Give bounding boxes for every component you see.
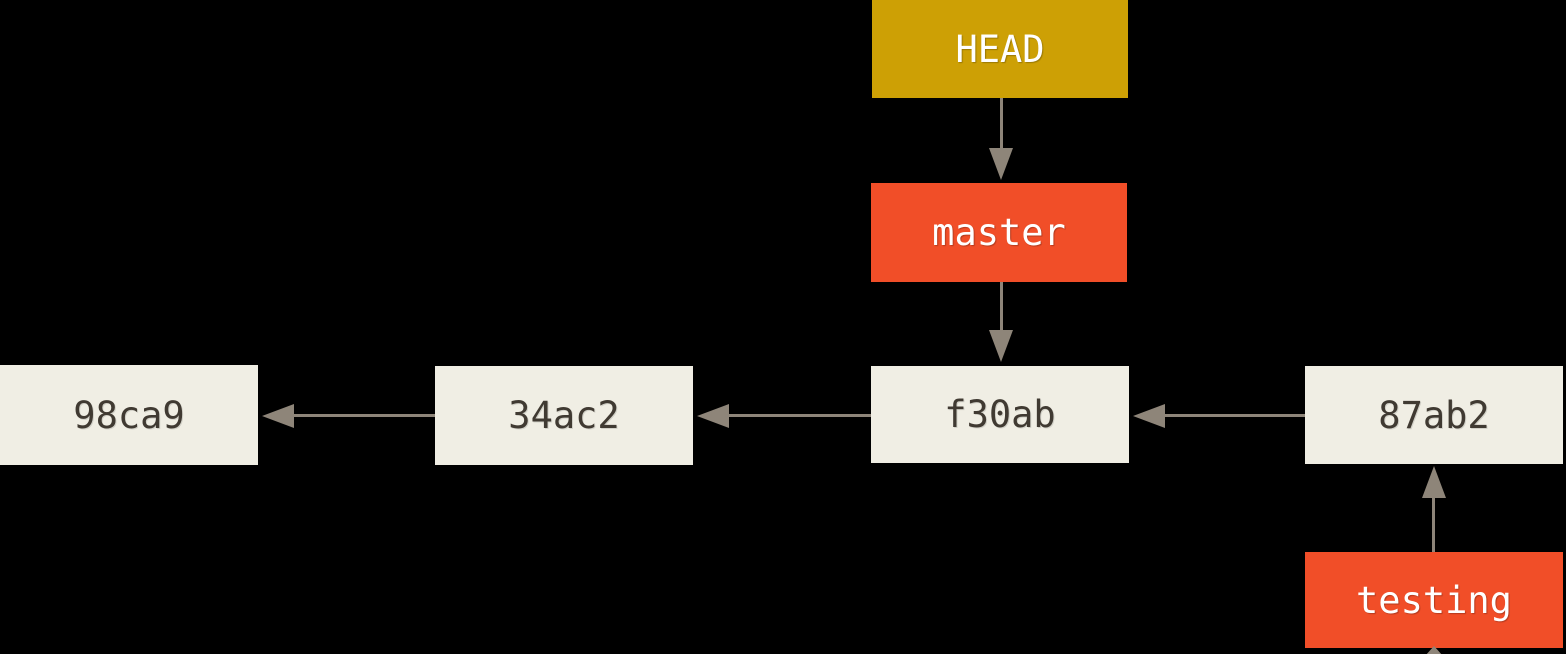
arrowhead-left-icon xyxy=(1133,404,1165,428)
testing-branch-node: testing xyxy=(1305,552,1563,648)
head-ref-label: HEAD xyxy=(955,27,1045,71)
arrowhead-down-icon xyxy=(989,148,1013,180)
commit-id-label: 87ab2 xyxy=(1378,393,1490,437)
commit-node-34ac2: 34ac2 xyxy=(435,366,693,465)
arrowhead-left-icon xyxy=(697,404,729,428)
head-ref-node: HEAD xyxy=(872,0,1128,98)
arrowhead-left-icon xyxy=(262,404,294,428)
commit-id-label: 34ac2 xyxy=(508,394,620,437)
commit-node-f30ab: f30ab xyxy=(871,366,1129,463)
arrow-line-f30ab-to-34ac2 xyxy=(728,414,871,417)
master-branch-node: master xyxy=(871,183,1127,282)
arrow-line-34ac2-to-98ca9 xyxy=(293,414,435,417)
arrowhead-down-icon xyxy=(989,330,1013,362)
arrow-line-head-to-master xyxy=(1000,98,1003,150)
arrow-line-master-to-f30ab xyxy=(1000,282,1003,332)
arrowhead-up-icon xyxy=(1422,466,1446,498)
commit-node-87ab2: 87ab2 xyxy=(1305,366,1563,464)
commit-id-label: 98ca9 xyxy=(73,393,185,437)
arrow-line-87ab2-to-f30ab xyxy=(1164,414,1305,417)
commit-id-label: f30ab xyxy=(944,393,1056,436)
master-branch-label: master xyxy=(932,211,1066,254)
commit-node-98ca9: 98ca9 xyxy=(0,365,258,465)
arrowhead-up-cutoff-icon xyxy=(1425,646,1443,654)
testing-branch-label: testing xyxy=(1356,578,1512,622)
arrow-line-testing-to-87ab2 xyxy=(1432,496,1435,552)
